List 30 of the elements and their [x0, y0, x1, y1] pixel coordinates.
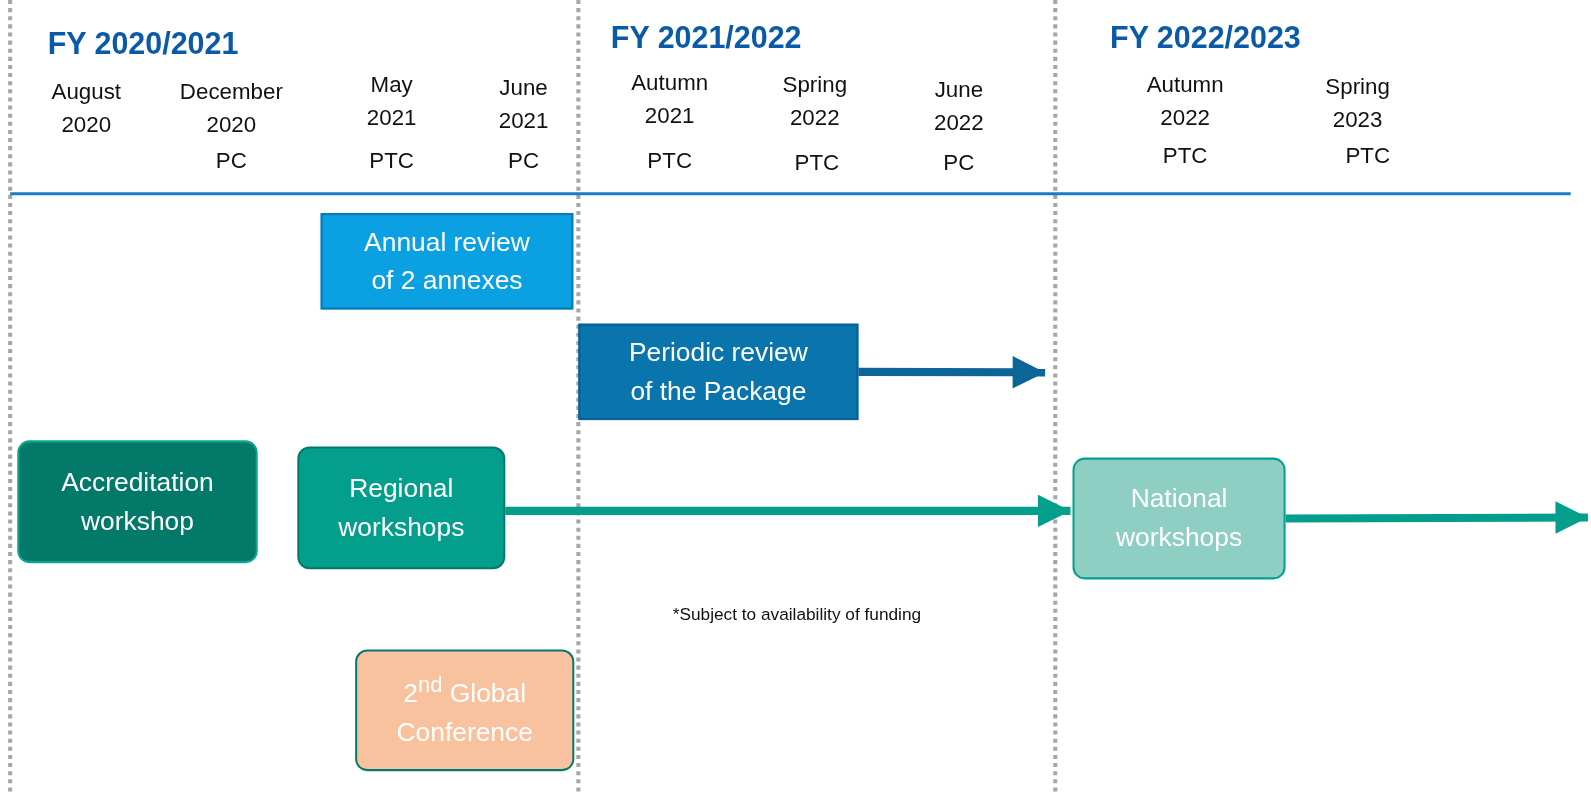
fiscal-year-heading: FY 2022/2023 — [1110, 20, 1301, 55]
timeline-date: PTC — [647, 147, 692, 176]
timeline-date: PC — [943, 149, 975, 178]
timeline-date: August 2020 — [51, 78, 121, 139]
timeline-date: May 2021 — [366, 71, 417, 132]
arrow — [505, 494, 1071, 528]
footnote: *Subject to availability of funding — [672, 604, 922, 626]
timeline-date: June 2022 — [934, 76, 984, 137]
timeline-date: December 2020 — [179, 78, 283, 139]
task-box: Annual review of 2 annexes — [320, 213, 574, 310]
timeline-date: PTC — [1162, 142, 1208, 171]
timeline-date: PTC — [1345, 142, 1391, 171]
arrow — [1285, 501, 1588, 534]
fiscal-year-heading: FY 2021/2022 — [610, 20, 802, 55]
fiscal-year-heading: FY 2020/2021 — [47, 26, 239, 61]
timeline-date: PTC — [794, 149, 840, 178]
workshop-box: Regional workshops — [297, 446, 506, 570]
timeline-date: Spring 2023 — [1325, 73, 1390, 134]
workshop-box: National workshops — [1072, 457, 1286, 580]
arrow — [858, 356, 1046, 389]
timeline-date: Autumn 2022 — [1146, 71, 1224, 132]
timeline-date: PC — [508, 147, 540, 176]
timeline-date: PTC — [369, 147, 414, 176]
timeline-date: Spring 2022 — [782, 71, 848, 132]
timeline-date: PC — [215, 147, 247, 176]
task-box: Periodic review of the Package — [578, 323, 859, 421]
workshop-box: Accreditation workshop — [17, 440, 258, 564]
conference-box: 2$^{nd}$ Global Conference — [355, 649, 575, 772]
timeline-date: June 2021 — [498, 74, 549, 135]
timeline-date: Autumn 2021 — [631, 69, 709, 130]
